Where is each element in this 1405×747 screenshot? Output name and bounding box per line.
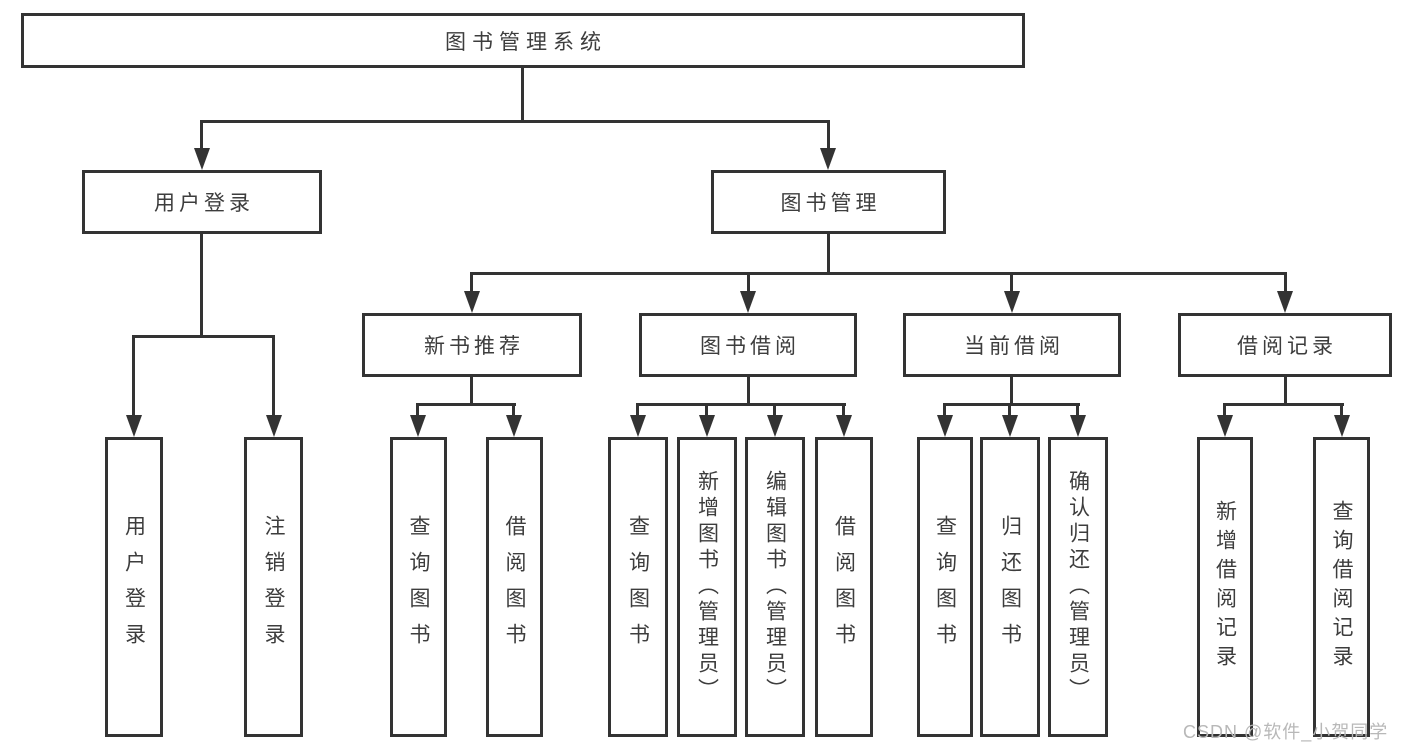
connector-line (1010, 272, 1013, 294)
connector-line (132, 335, 135, 417)
arrowhead-down-icon (1334, 415, 1350, 437)
arrowhead-down-icon (699, 415, 715, 437)
node-label: 查询借阅记录 (1330, 500, 1353, 674)
node-user-login: 用户登录 (82, 170, 322, 234)
leaf-return-book: 归还图书 (980, 437, 1040, 737)
connector-line (747, 272, 750, 294)
connector-line (943, 403, 946, 417)
leaf-query-books-recommend: 查询图书 (390, 437, 447, 737)
node-current-borrow: 当前借阅 (903, 313, 1121, 377)
node-label: 新书推荐 (424, 335, 524, 358)
node-label: 借阅记录 (1237, 335, 1337, 358)
csdn-watermark: CSDN @软件_小贺同学 (1183, 722, 1389, 742)
arrowhead-down-icon (1070, 415, 1086, 437)
connector-line (747, 377, 750, 403)
node-label: 查询图书 (626, 515, 650, 659)
connector-line (200, 120, 830, 123)
node-label: 查询图书 (933, 515, 957, 659)
arrowhead-down-icon (937, 415, 953, 437)
connector-line (200, 120, 203, 152)
leaf-logout: 注销登录 (244, 437, 303, 737)
arrowhead-down-icon (1002, 415, 1018, 437)
leaf-user-login: 用户登录 (105, 437, 163, 737)
node-label: 借阅图书 (503, 515, 526, 659)
node-book-borrow: 图书借阅 (639, 313, 857, 377)
connector-line (1223, 403, 1344, 406)
leaf-borrow-books-recommend: 借阅图书 (486, 437, 543, 737)
arrowhead-down-icon (464, 291, 480, 313)
arrowhead-down-icon (506, 415, 522, 437)
connector-line (1284, 377, 1287, 403)
node-label: 借阅图书 (832, 515, 856, 659)
connector-line (773, 403, 776, 417)
node-label: 图书管理 (780, 192, 881, 215)
node-label: 用户登录 (154, 192, 254, 215)
connector-line (1008, 403, 1011, 417)
arrowhead-down-icon (820, 148, 836, 170)
node-label: 归还图书 (998, 515, 1022, 659)
connector-line (470, 272, 1287, 275)
connector-line (512, 403, 515, 417)
leaf-add-book-admin: 新增图书（管理员） (677, 437, 737, 737)
arrowhead-down-icon (410, 415, 426, 437)
connector-line (1340, 403, 1343, 417)
connector-line (1284, 272, 1287, 294)
arrowhead-down-icon (126, 415, 142, 437)
connector-line (200, 234, 203, 335)
node-label: 图书借阅 (700, 335, 800, 358)
leaf-query-books-borrow: 查询图书 (608, 437, 668, 737)
arrowhead-down-icon (767, 415, 783, 437)
connector-line (1010, 377, 1013, 403)
connector-line (636, 403, 846, 406)
leaf-borrow-books: 借阅图书 (815, 437, 873, 737)
connector-line (827, 120, 830, 152)
connector-line (521, 68, 524, 120)
connector-line (132, 335, 275, 338)
connector-line (1076, 403, 1079, 417)
node-book-management: 图书管理 (711, 170, 946, 234)
connector-line (636, 403, 639, 417)
node-label: 新增借阅记录 (1213, 500, 1237, 674)
arrowhead-down-icon (740, 291, 756, 313)
connector-line (416, 403, 419, 417)
leaf-query-books-current: 查询图书 (917, 437, 973, 737)
connector-line (943, 403, 1080, 406)
node-label: 用户登录 (122, 515, 146, 659)
leaf-confirm-return-admin: 确认归还（管理员） (1048, 437, 1108, 737)
arrowhead-down-icon (630, 415, 646, 437)
node-library-system-root: 图书管理系统 (21, 13, 1025, 68)
connector-line (705, 403, 708, 417)
node-label: 图书管理系统 (445, 30, 607, 54)
arrowhead-down-icon (1004, 291, 1020, 313)
arrowhead-down-icon (194, 148, 210, 170)
connector-line (470, 272, 473, 294)
arrowhead-down-icon (836, 415, 852, 437)
node-label: 注销登录 (262, 515, 285, 659)
arrowhead-down-icon (1217, 415, 1233, 437)
connector-line (272, 335, 275, 417)
leaf-edit-book-admin: 编辑图书（管理员） (745, 437, 805, 737)
node-label: 查询图书 (407, 515, 430, 659)
leaf-add-borrow-record: 新增借阅记录 (1197, 437, 1253, 737)
node-borrow-record: 借阅记录 (1178, 313, 1392, 377)
leaf-query-borrow-record: 查询借阅记录 (1313, 437, 1370, 737)
node-label: 确认归还（管理员） (1066, 470, 1090, 704)
node-new-book-recommend: 新书推荐 (362, 313, 582, 377)
arrowhead-down-icon (266, 415, 282, 437)
connector-line (1223, 403, 1226, 417)
arrowhead-down-icon (1277, 291, 1293, 313)
connector-line (842, 403, 845, 417)
connector-line (470, 377, 473, 403)
node-label: 编辑图书（管理员） (763, 470, 787, 704)
node-label: 当前借阅 (964, 335, 1064, 358)
connector-line (416, 403, 516, 406)
connector-line (827, 233, 830, 272)
node-label: 新增图书（管理员） (695, 470, 719, 704)
